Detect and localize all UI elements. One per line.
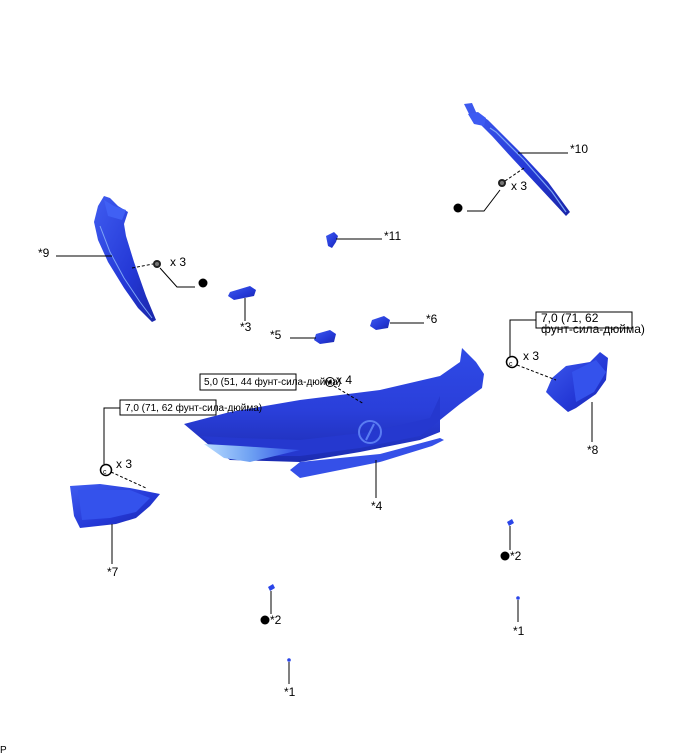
callout-4: *4 — [371, 499, 383, 513]
svg-text:c: c — [103, 469, 107, 476]
part-4-back-door-garnish — [184, 348, 484, 478]
callout-3: *3 — [240, 320, 252, 334]
callout-6: *6 — [426, 312, 438, 326]
nut-4 — [325, 377, 335, 387]
callout-2-right: *2 — [510, 549, 522, 563]
fastener-1-right — [516, 596, 520, 600]
part-6-bracket — [370, 316, 390, 330]
callout-5: *5 — [270, 328, 282, 342]
quantity-8: x 3 — [523, 349, 539, 363]
callout-10: *10 — [570, 142, 588, 156]
svg-text:c: c — [509, 361, 513, 368]
part-7-garnish — [70, 484, 160, 528]
quantity-4: x 4 — [336, 373, 352, 387]
part-11-clip — [326, 232, 338, 248]
torque-8-line1: 7,0 (71, 62 — [541, 311, 599, 325]
part-3-bracket — [228, 286, 256, 300]
torque-4: 5,0 (51, 44 фунт-сила-дюйма) — [204, 376, 341, 388]
part-5-bracket — [314, 330, 336, 344]
part-10-garnish — [464, 103, 570, 216]
callout-7: *7 — [107, 565, 119, 579]
marker-dot-9 — [198, 278, 208, 288]
callout-8: *8 — [587, 443, 599, 457]
marker-dot-2-right — [500, 551, 510, 561]
fastener-2-right — [507, 519, 514, 526]
nut-7: c — [99, 463, 113, 477]
part-8-garnish — [546, 352, 608, 412]
part-9-garnish — [94, 196, 156, 322]
callout-1-right: *1 — [513, 624, 525, 638]
fastener-2-left — [268, 584, 275, 591]
quantity-7: x 3 — [116, 457, 132, 471]
fastener-1-left — [287, 658, 291, 662]
callout-2-left: *2 — [270, 613, 282, 627]
quantity-10: x 3 — [511, 179, 527, 193]
nut-8: c — [505, 355, 519, 369]
marker-dot-2-left — [260, 615, 270, 625]
callout-11: *11 — [384, 229, 401, 243]
figure-code: P — [0, 745, 7, 755]
torque-8-line2: фунт-сила-дюйма) — [541, 322, 645, 336]
clip-10 — [498, 179, 506, 187]
clip-9 — [153, 260, 161, 268]
quantity-9: x 3 — [170, 255, 186, 269]
callout-9: *9 — [38, 246, 50, 260]
torque-7: 7,0 (71, 62 фунт-сила-дюйма) — [125, 402, 262, 414]
marker-dot-10 — [453, 203, 463, 213]
callout-1-left: *1 — [284, 685, 296, 699]
